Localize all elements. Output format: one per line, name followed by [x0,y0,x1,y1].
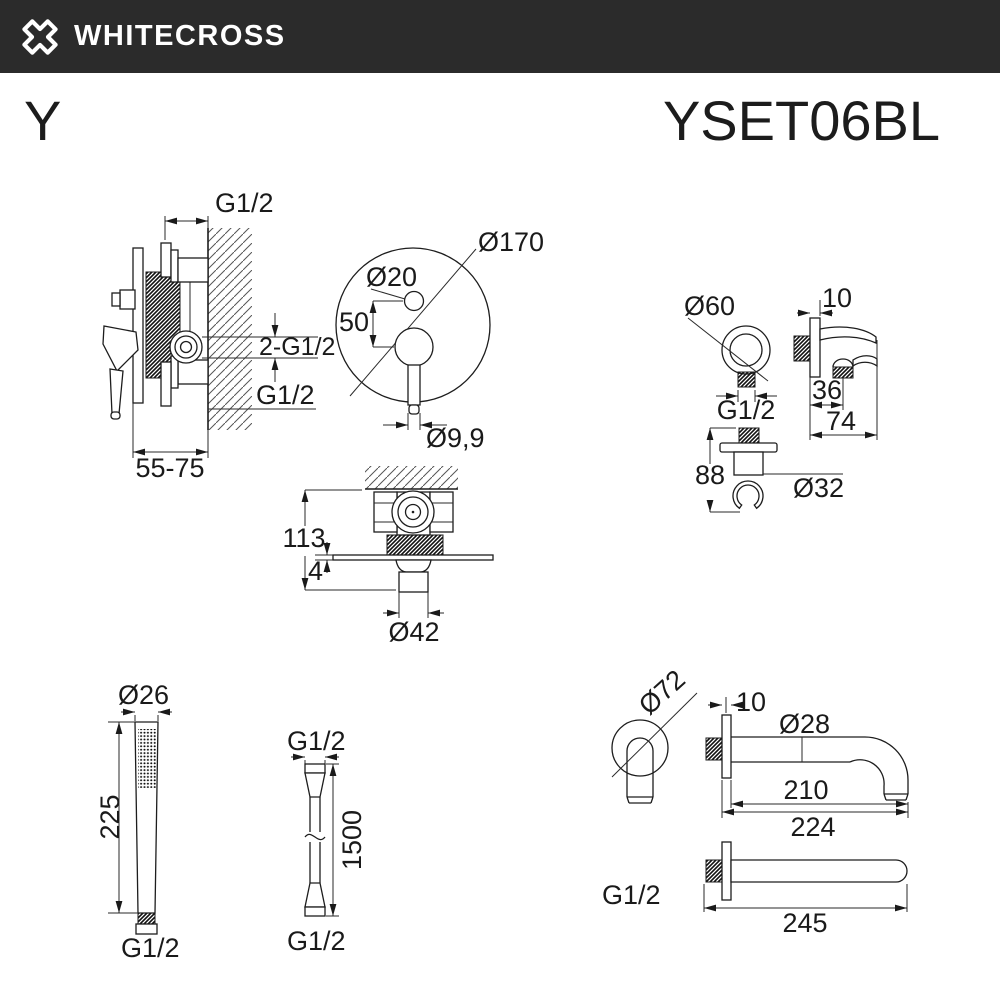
spout-flange [611,719,669,777]
dim-spout-upper-length: 245 [782,908,827,938]
dim-plate-thickness: 4 [308,556,323,586]
wall-hatch [208,228,252,430]
drawing-mixer-front: Ø170 Ø20 50 Ø9,9 [335,227,544,453]
dim-handle-diameter: Ø42 [388,617,439,647]
drawing-hose: G1/2 1500 G1/2 [287,726,367,956]
dim-lever-diameter: Ø9,9 [426,423,485,453]
dim-mounting-depth: 55-75 [135,453,204,483]
holder-arm-profile [819,326,877,344]
handle-hub [394,327,434,367]
brand-name: WHITECROSS [74,20,286,52]
outlet-wall-plate [809,317,821,378]
dim-body-diameter: Ø32 [793,473,844,503]
dim-head-diameter: Ø26 [118,680,169,710]
dim-mixer-depth: 113 [282,523,325,553]
dim-holder-offset: 36 [812,375,842,405]
drawing-mixer-side: G1/2 2-G1/2 G1/2 55-75 [102,188,335,483]
dim-hose-top-thread: G1/2 [287,726,346,756]
dim-outlet-flange-diameter: Ø60 [684,291,735,321]
spout-top-view-pipe [730,859,908,883]
dim-spout-plate-thickness: 10 [736,687,766,717]
dim-plate-diameter: Ø170 [478,227,544,257]
dim-spout-total-reach: 224 [790,812,835,842]
lever-handle [102,325,139,373]
holder-hook [732,480,764,510]
series-label: Y [24,89,62,152]
plate-edge [332,554,494,561]
dim-outlet-plate-thickness: 10 [822,283,852,313]
dim-shower-length: 225 [95,794,125,839]
dim-mixer-center-threads: 2-G1/2 [259,333,335,361]
dim-outlet-thread: G1/2 [717,395,776,425]
hose-fitting-bottom [304,882,326,908]
drawing-wall-outlet: Ø60 G1/2 10 36 74 [684,283,878,513]
dim-spout-pipe-diameter: Ø28 [779,709,830,739]
dim-hose-length: 1500 [337,810,367,870]
dim-mixer-bottom-thread: G1/2 [256,380,315,410]
dim-spout-thread: G1/2 [602,880,661,910]
dim-center-distance: 50 [339,307,369,337]
whitecross-x-icon [22,18,58,55]
diverter-button [403,290,425,312]
dim-diverter-diameter: Ø20 [366,262,417,292]
dim-hose-bottom-thread: G1/2 [287,926,346,956]
dim-spout-flange-diameter: Ø72 [633,664,691,720]
drawing-spout: Ø72 10 Ø28 210 224 [602,664,909,938]
header-bar: WHITECROSS [0,0,1000,73]
hose-break-symbol [304,833,326,841]
dim-shower-thread: G1/2 [121,933,180,963]
dim-spout-reach: 210 [783,775,828,805]
ceiling-hatch [365,466,458,489]
holder-body [733,451,764,476]
model-number: YSET06BL [662,89,940,152]
dim-holder-depth: 74 [826,406,856,436]
drawing-hand-shower: Ø26 225 G1/2 [95,680,180,963]
spray-face [138,729,156,788]
escutcheon-edge [132,247,144,404]
spout-wall-plate [721,714,732,779]
spout-elbow [864,736,909,794]
hose-fitting-top [304,772,326,798]
dim-mixer-top-thread: G1/2 [215,188,274,218]
drawing-mixer-top: 113 4 Ø42 [282,466,494,647]
dim-outlet-height: 88 [695,460,725,490]
